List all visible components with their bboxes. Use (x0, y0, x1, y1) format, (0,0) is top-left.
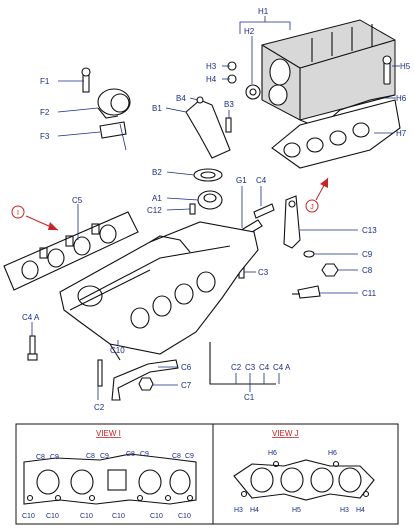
view-j-label-h4-1: H4 (250, 507, 259, 514)
svg-text:I: I (17, 210, 19, 217)
label-c1: C1 (244, 393, 255, 402)
view-i: VIEW I C8 C9 C8 C9 C8 C9 C8 C9 C10 C10 C… (22, 429, 197, 520)
label-g1: G1 (236, 176, 247, 185)
view-i-title: VIEW I (96, 429, 121, 438)
view-i-label-c10-3: C10 (80, 513, 93, 520)
sensor-b3 (225, 117, 232, 133)
gasket-f3 (99, 121, 127, 139)
label-h2: H2 (244, 27, 255, 36)
label-f2: F2 (40, 108, 50, 117)
view-i-label-c10-1: C10 (22, 513, 35, 520)
view-i-label-c8-3: C8 (126, 451, 135, 458)
label-f1: F1 (40, 77, 50, 86)
view-j-label-h6-1: H6 (268, 450, 277, 457)
view-i-label-c10-4: C10 (112, 513, 125, 520)
nut-c8 (321, 263, 339, 277)
sensor-c4 (253, 203, 275, 219)
label-h6: H6 (396, 94, 407, 103)
svg-text:J: J (310, 204, 314, 211)
washer-h2 (245, 84, 261, 100)
view-i-label-c9-4: C9 (185, 453, 194, 460)
hose-b1 (185, 96, 231, 159)
label-h3: H3 (206, 62, 217, 71)
label-c9: C9 (362, 250, 373, 259)
label-c2-group: C2 (231, 363, 242, 372)
label-c7: C7 (181, 381, 192, 390)
label-h7: H7 (396, 129, 407, 138)
part-labels: H1 H2 H3 H4 H5 H6 H7 F1 F2 F3 B4 B1 B3 B… (22, 7, 411, 412)
view-i-label-c8-1: C8 (36, 454, 45, 461)
label-c4a-group: C4 A (273, 363, 291, 372)
bracket-c13 (283, 195, 301, 249)
label-b4: B4 (176, 94, 186, 103)
label-c12: C12 (147, 206, 162, 215)
bolt-h5 (382, 55, 392, 85)
label-c4a-left: C4 A (22, 313, 40, 322)
intake-plenum-h1 (261, 19, 396, 129)
label-c2: C2 (94, 403, 105, 412)
housing-f2 (97, 88, 131, 119)
label-c3-right: C3 (258, 268, 269, 277)
view-i-label-c8-4: C8 (172, 453, 181, 460)
view-i-label-c10-6: C10 (178, 513, 191, 520)
label-c3-group: C3 (245, 363, 256, 372)
view-j-label-h3-1: H3 (234, 507, 243, 514)
view-i-label-c8-2: C8 (86, 453, 95, 460)
leader-lines (31, 16, 400, 400)
washer-c9 (303, 250, 315, 258)
gasket-c5 (3, 211, 139, 291)
view-j-label-h6-2: H6 (328, 450, 337, 457)
gasket-b2 (193, 168, 223, 182)
bolt-f1 (81, 67, 91, 93)
view-j-label-h4-2: H4 (356, 507, 365, 514)
view-j: VIEW J H6 H6 H3 H4 H5 H3 H4 (233, 429, 375, 514)
label-c13: C13 (362, 226, 377, 235)
callout-j: J (305, 177, 329, 213)
label-h5: H5 (400, 62, 411, 71)
bracket-c6 (111, 359, 179, 401)
gasket-h7 (271, 99, 401, 169)
thermostat-a1 (189, 190, 223, 215)
view-j-label-h3-2: H3 (340, 507, 349, 514)
bracket-c1 (209, 342, 276, 385)
view-j-title: VIEW J (272, 429, 299, 438)
label-c4-top: C4 (256, 176, 267, 185)
sensor-c11 (292, 285, 321, 299)
label-b1: B1 (152, 104, 162, 113)
label-a1: A1 (152, 194, 162, 203)
stud-c4a (27, 335, 38, 361)
label-h1: H1 (258, 7, 269, 16)
label-h4: H4 (206, 75, 217, 84)
label-c5: C5 (72, 196, 83, 205)
label-c4-group: C4 (259, 363, 270, 372)
view-i-label-c9-1: C9 (50, 454, 59, 461)
view-i-label-c10-5: C10 (150, 513, 163, 520)
label-c8: C8 (362, 266, 373, 275)
view-i-label-c10-2: C10 (46, 513, 59, 520)
view-j-label-h5: H5 (292, 507, 301, 514)
label-f3: F3 (40, 132, 50, 141)
view-i-label-c9-2: C9 (100, 453, 109, 460)
label-b2: B2 (152, 168, 162, 177)
label-c11: C11 (362, 289, 377, 298)
bolt-c7 (138, 377, 154, 391)
label-c6: C6 (181, 363, 192, 372)
view-panels: VIEW I C8 C9 C8 C9 C8 C9 C8 C9 C10 C10 C… (15, 423, 399, 525)
callout-i: I (11, 205, 59, 231)
stud-c2 (97, 359, 103, 387)
view-i-label-c9-3: C9 (140, 451, 149, 458)
label-c10: C10 (110, 346, 125, 355)
intake-manifold (59, 221, 259, 361)
label-b3: B3 (224, 100, 234, 109)
